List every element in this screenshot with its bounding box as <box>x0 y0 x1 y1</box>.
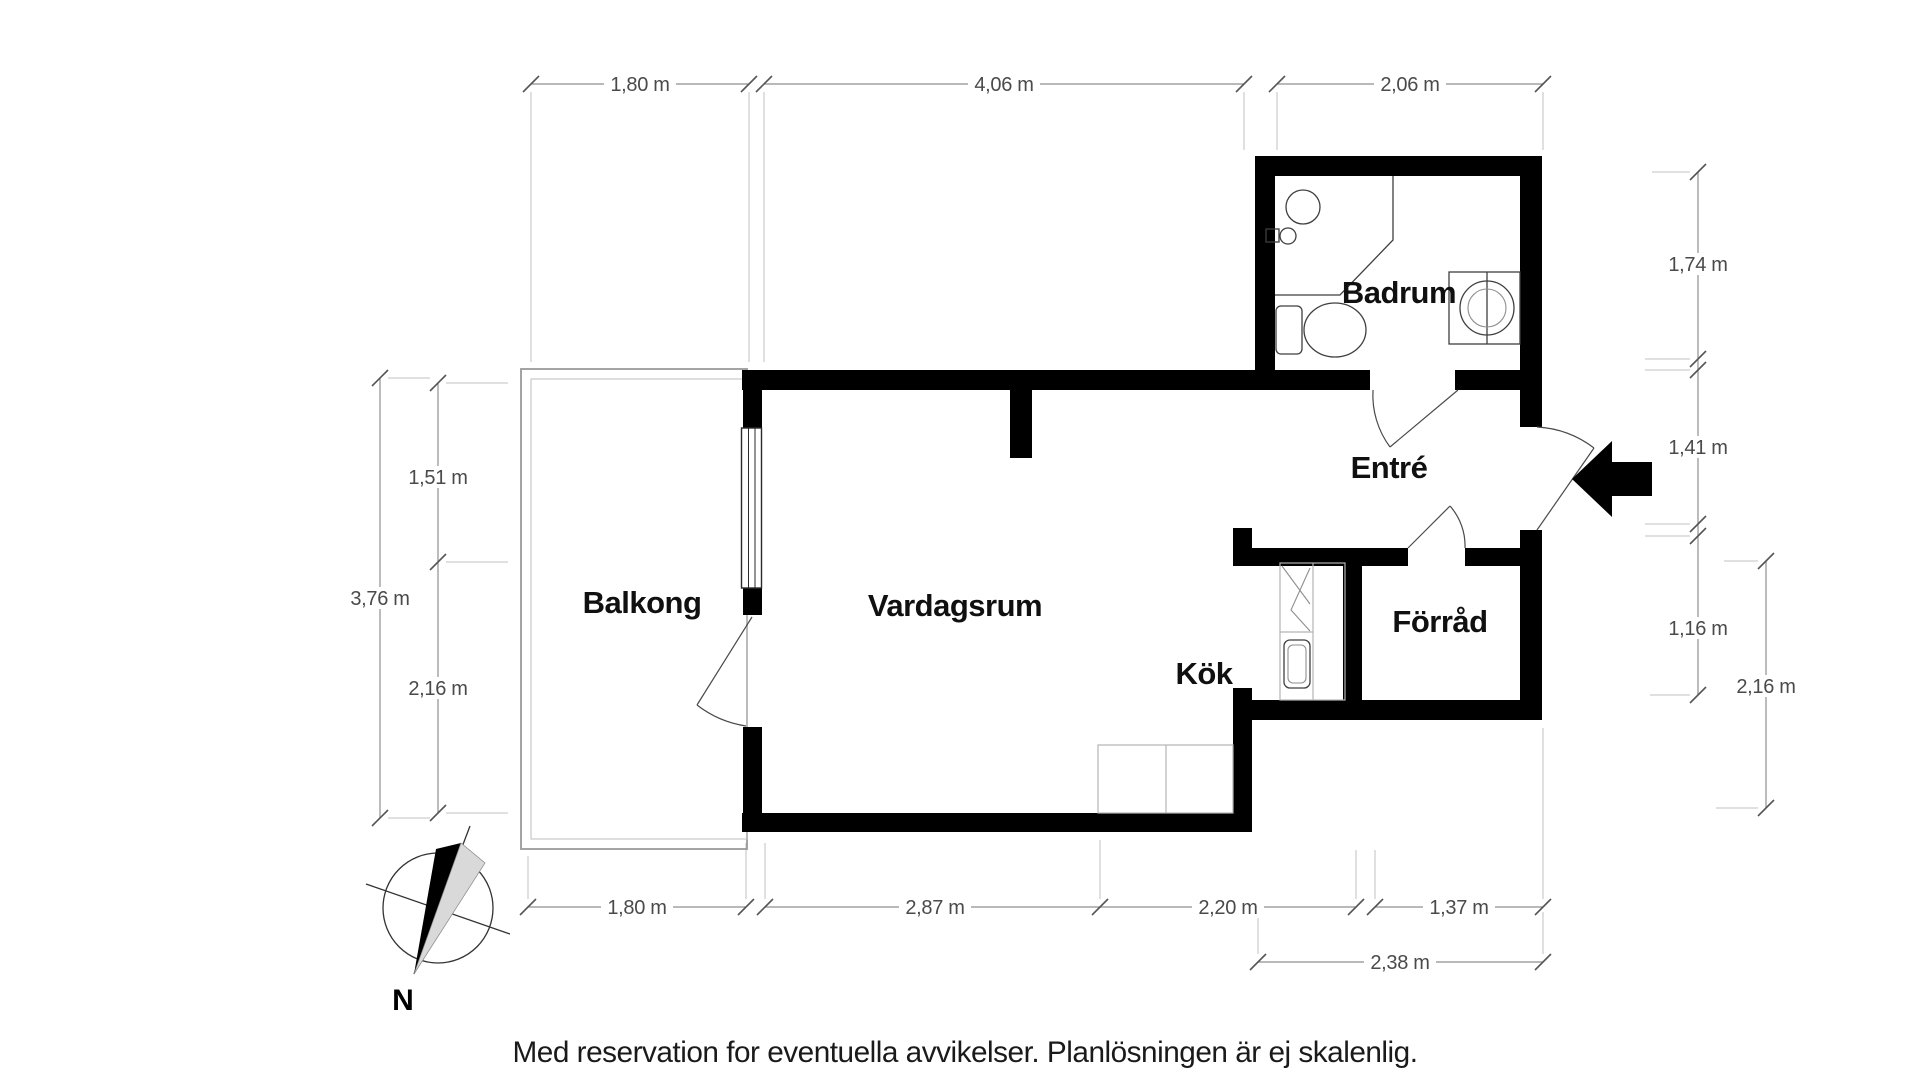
room-label-entrance: Entré <box>1351 450 1428 485</box>
walls <box>742 156 1542 832</box>
extension-lines <box>388 92 1758 954</box>
room-label-living-room: Vardagsrum <box>868 588 1042 623</box>
washing-machine-icon <box>1448 271 1521 345</box>
dim-left-inner-2: 2,16 m <box>408 678 467 700</box>
entrance-arrow-icon <box>1572 441 1652 517</box>
dim-bottom-secondary: 2,38 m <box>1370 952 1429 974</box>
dim-right-2: 1,41 m <box>1668 437 1727 459</box>
dimension-labels: 1,80 m 4,06 m 2,06 m 1,80 m 2,87 m 2,20 … <box>344 73 1802 974</box>
dim-bottom-2: 2,87 m <box>905 897 964 919</box>
compass-north-label: N <box>392 984 414 1017</box>
bathroom-door-swing <box>1372 389 1459 448</box>
dim-top-1: 1,80 m <box>610 74 669 96</box>
room-label-bathroom: Badrum <box>1342 275 1456 310</box>
disclaimer-text: Med reservation for eventuella avvikelse… <box>513 1036 1418 1069</box>
balcony-door-swing <box>696 616 753 727</box>
dim-right-outer: 2,16 m <box>1736 676 1795 698</box>
dim-bottom-4: 1,37 m <box>1429 897 1488 919</box>
kitchen-counter-icon <box>1279 562 1346 701</box>
storage-door-swing <box>1407 505 1466 549</box>
room-label-kitchen: Kök <box>1175 656 1233 691</box>
kitchen-sink-icon <box>1283 639 1311 689</box>
room-labels: Balkong Vardagsrum Kök Entré Badrum Förr… <box>583 275 1488 691</box>
living-room-window <box>740 427 763 589</box>
dim-bottom-3: 2,20 m <box>1198 897 1257 919</box>
room-label-storage: Förråd <box>1392 604 1487 639</box>
dim-left-inner-1: 1,51 m <box>408 467 467 489</box>
room-label-balcony: Balkong <box>583 585 702 620</box>
dim-bottom-1: 1,80 m <box>607 897 666 919</box>
dimension-ticks <box>371 75 1775 971</box>
dim-top-3: 2,06 m <box>1380 74 1439 96</box>
dim-right-3: 1,16 m <box>1668 618 1727 640</box>
front-door-swing <box>1536 426 1595 531</box>
stove-counter-icon <box>1097 744 1234 814</box>
shower-icon <box>1265 176 1394 296</box>
dim-top-2: 4,06 m <box>974 74 1033 96</box>
toilet-icon <box>1275 302 1367 358</box>
compass-icon: N <box>365 825 511 1017</box>
dim-right-1: 1,74 m <box>1668 254 1727 276</box>
dim-left-outer: 3,76 m <box>350 588 409 610</box>
